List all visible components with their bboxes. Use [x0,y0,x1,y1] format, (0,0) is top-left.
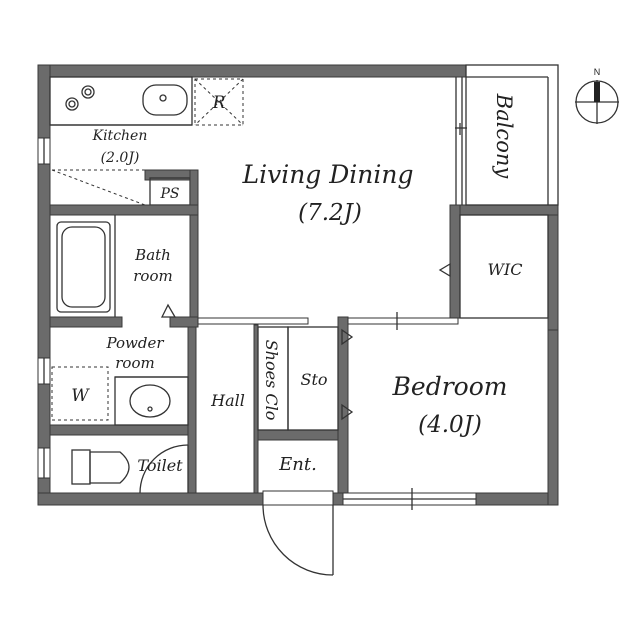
wic-box [459,214,549,319]
kitchen-name: Kitchen [92,128,148,144]
door-tracks [197,123,467,330]
washer-label: W [71,386,90,406]
toilet-fixture [71,444,189,494]
entrance-label: Ent. [278,454,317,475]
bedroom-window [342,488,477,510]
kitchen-counter [49,76,244,126]
hall-label: Hall [210,391,245,410]
ps-label: PS [159,186,179,202]
interior-walls [49,169,461,494]
powder-label-2: room [115,354,154,372]
fridge-label: R [212,93,226,113]
left-windows [37,137,51,479]
kitchen-size: (2.0J) [101,150,140,166]
balcony-label: Balcony [492,93,516,180]
wic-label: WIC [487,260,522,279]
bath-door-mark [160,303,177,318]
living-name: Living Dining [241,160,413,189]
powder-label-1: Powder [105,334,164,352]
bathtub [56,215,116,317]
living-size: (7.2J) [298,200,362,226]
entrance-door [262,490,334,576]
toilet-label: Toilet [137,456,183,475]
compass-north-label: N [594,67,601,77]
bath-label-1: Bath [134,246,171,264]
kitchen-lower [51,169,146,206]
shoes-closet-label: Shoes Clo [262,340,281,421]
bedroom-name: Bedroom [392,372,508,401]
bedroom-size: (4.0J) [418,412,482,438]
powder-fixtures [51,366,189,426]
bath-label-2: room [133,267,172,285]
shoes-storage [257,326,354,431]
storage-label: Sto [300,370,327,389]
balcony-outline [455,64,559,206]
compass [575,80,619,124]
